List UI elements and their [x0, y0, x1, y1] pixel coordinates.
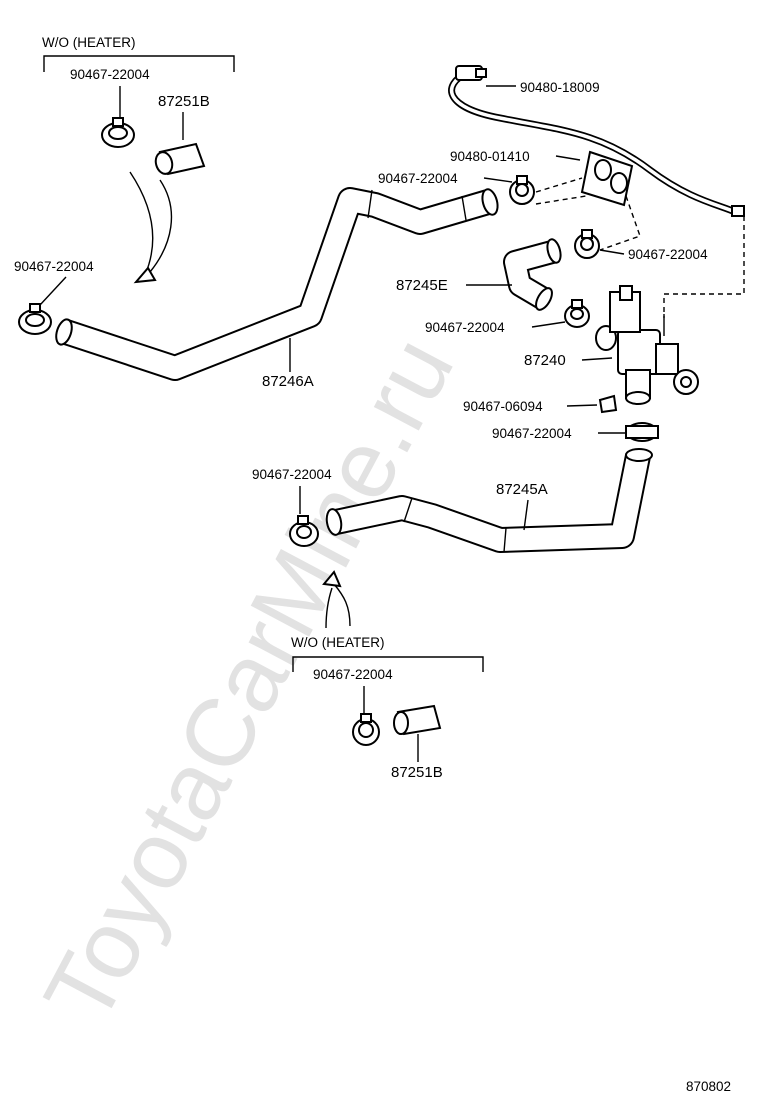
- lower-clamp-label: 90467-22004: [252, 467, 332, 482]
- left-clamp-leader: [39, 276, 67, 306]
- bottom-without-heater-group: W/O (HEATER) 90467-22004 87251B: [291, 570, 484, 781]
- top-group-clamp-label: 90467-22004: [70, 67, 150, 82]
- hose-87245a-label: 87245A: [496, 481, 548, 498]
- clamp-mid-leader: [531, 321, 566, 328]
- bottom-group-clamp-part: [352, 713, 380, 746]
- bottom-group-arrow-head: [322, 570, 342, 588]
- bottom-group-title: W/O (HEATER): [291, 635, 385, 650]
- heater-valve-part: [595, 285, 699, 405]
- clamp-mid-part: [564, 299, 590, 328]
- top-group-bracket: [43, 55, 235, 72]
- left-clamp-part: [18, 303, 52, 335]
- top-group-title: W/O (HEATER): [42, 35, 136, 50]
- grommet-label: 90480-01410: [450, 149, 530, 164]
- clamp-upper-mid-label: 90467-22004: [378, 171, 458, 186]
- clamp-right-upper-part: [574, 229, 600, 259]
- clamp-right-upper-leader: [599, 249, 625, 255]
- hose-87246a-part: [55, 187, 499, 381]
- clamp-lower-right-part: [625, 422, 659, 442]
- watermark: ToyotaCarMine.ru: [24, 321, 474, 1040]
- lower-clamp-part: [289, 515, 319, 547]
- clamp-upper-mid-part: [509, 175, 535, 205]
- bottom-group-arrow-2: [325, 587, 333, 629]
- top-without-heater-group: W/O (HEATER) 90467-22004 87251B: [42, 35, 235, 284]
- valve-label: 87240: [524, 352, 566, 369]
- cable-to-valve-dash: [663, 216, 745, 318]
- hose-87246a-label: 87246A: [262, 373, 314, 390]
- valve-leader: [581, 357, 613, 361]
- diagram-code: 870802: [686, 1079, 731, 1094]
- hose-87245a-leader: [523, 499, 529, 531]
- bottom-group-clamp-label: 90467-22004: [313, 667, 393, 682]
- hose-87245e-part: [503, 238, 562, 311]
- left-clamp-label: 90467-22004: [14, 259, 94, 274]
- top-group-hose-part: [154, 142, 206, 176]
- bottom-group-hose-label: 87251B: [391, 764, 443, 781]
- cable-label: 90480-18009: [520, 80, 600, 95]
- screw-part: [598, 394, 618, 414]
- screw-label: 90467-06094: [463, 399, 543, 414]
- bottom-group-hose-part: [393, 704, 442, 736]
- top-group-hose-label: 87251B: [158, 93, 210, 110]
- cable-part: [448, 65, 745, 217]
- grommet-dash-lines: [535, 177, 587, 205]
- hose-87245a-part: [325, 448, 653, 553]
- top-group-clamp-part: [101, 117, 135, 148]
- top-group-arrow-head: [133, 266, 157, 284]
- grommet-part: [580, 150, 634, 207]
- top-group-arrow-1: [129, 171, 154, 276]
- hose-87245e-label: 87245E: [396, 277, 448, 294]
- screw-leader: [566, 404, 598, 407]
- grommet-leader: [555, 155, 581, 161]
- bottom-group-bracket: [292, 656, 484, 672]
- top-group-arrow-2: [149, 179, 173, 273]
- clamp-lower-right-label: 90467-22004: [492, 426, 572, 441]
- clamp-right-upper-label: 90467-22004: [628, 247, 708, 262]
- bottom-group-arrow-1: [333, 583, 351, 627]
- clamp-upper-mid-leader: [483, 177, 513, 183]
- clamp-mid-label: 90467-22004: [425, 320, 505, 335]
